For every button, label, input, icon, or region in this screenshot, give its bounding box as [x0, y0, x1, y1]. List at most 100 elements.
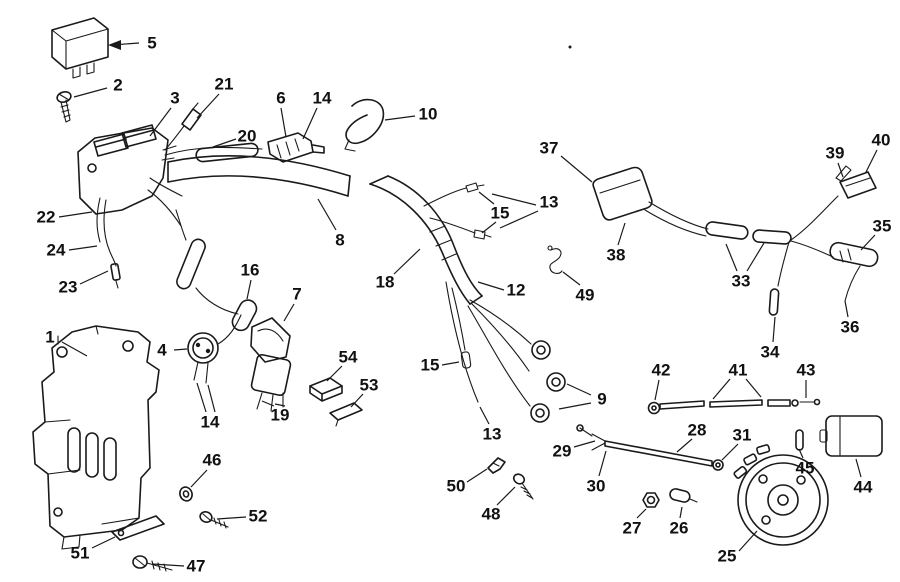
- callout-49: 49: [576, 286, 595, 305]
- leader-line-29: [573, 440, 596, 448]
- callout-8: 8: [335, 231, 344, 250]
- mounting-bracket-1: [32, 325, 160, 550]
- connector-39-40: [835, 165, 877, 199]
- leader-line-34: [772, 316, 776, 343]
- callout-41: 41: [729, 361, 748, 380]
- loop-clamp-10: [344, 98, 385, 152]
- round-connector-4: [187, 332, 219, 384]
- leader-line-18: [393, 248, 421, 275]
- callout-52: 52: [249, 507, 268, 526]
- callout-40: 40: [872, 131, 891, 150]
- callout-36: 36: [841, 318, 860, 337]
- harness-tube-18-12: [369, 175, 483, 305]
- plate-51: [111, 515, 165, 541]
- leader-line-23: [79, 270, 109, 285]
- leader-line-13: [479, 406, 490, 425]
- leader-line-12: [477, 281, 505, 291]
- junction-block: [77, 124, 177, 215]
- callout-22: 22: [37, 208, 56, 227]
- callout-33: 33: [732, 272, 751, 291]
- callout-51: 51: [71, 544, 90, 563]
- link-rods-41-42-43: [647, 398, 821, 415]
- callout-42: 42: [652, 361, 671, 380]
- leader-line-5: [111, 42, 140, 46]
- washer-46: [179, 486, 193, 502]
- leader-line-51: [91, 536, 116, 549]
- callout-4: 4: [157, 341, 167, 360]
- callout-29: 29: [553, 442, 572, 461]
- callout-26: 26: [670, 519, 689, 538]
- screw-48: [512, 473, 534, 500]
- leader-line-52: [216, 516, 247, 520]
- leader-line-6: [280, 107, 287, 138]
- callout-6: 6: [276, 89, 285, 108]
- callout-25: 25: [718, 547, 737, 566]
- callout-27: 27: [623, 519, 642, 538]
- callout-34: 34: [761, 343, 780, 362]
- callout-45: 45: [796, 459, 815, 478]
- leader-line-9: [558, 402, 592, 410]
- screw-2: [56, 91, 72, 123]
- callout-21: 21: [215, 75, 234, 94]
- callout-9: 9: [597, 390, 606, 409]
- leader-line-14: [207, 384, 216, 413]
- callout-2: 2: [113, 76, 122, 95]
- leader-line-14: [196, 382, 207, 413]
- relay-part: [51, 17, 109, 79]
- ring-terminal-wires-9: [467, 299, 566, 423]
- gauge-25: [733, 444, 829, 546]
- leader-line-37: [560, 155, 593, 183]
- callout-16: 16: [241, 261, 260, 280]
- callout-47: 47: [187, 557, 206, 576]
- callout-10: 10: [419, 105, 438, 124]
- callout-44: 44: [854, 478, 873, 497]
- cable-connector-37-38: [592, 166, 839, 287]
- leader-line-28: [676, 438, 693, 453]
- leader-line-36: [844, 300, 849, 318]
- connector-21: [181, 102, 202, 131]
- callout-12: 12: [507, 281, 526, 300]
- leader-line-8: [317, 198, 337, 231]
- leader-line-27: [636, 508, 647, 519]
- callout-38: 38: [607, 246, 626, 265]
- fuse-53: [329, 402, 363, 427]
- callout-3: 3: [170, 89, 179, 108]
- callout-14: 14: [201, 413, 220, 432]
- leader-line-19: [261, 400, 275, 407]
- leader-line-53: [350, 393, 364, 408]
- callout-54: 54: [339, 348, 358, 367]
- leader-line-24: [68, 245, 98, 251]
- leader-line-13: [499, 210, 539, 229]
- leader-line-21: [196, 93, 220, 119]
- sleeve-20: [195, 142, 259, 163]
- leader-line-40: [865, 149, 878, 173]
- callout-37: 37: [540, 139, 559, 158]
- callout-28: 28: [688, 421, 707, 440]
- leader-line-33: [746, 242, 765, 272]
- callout-50: 50: [447, 477, 466, 496]
- leader-line-31: [721, 443, 739, 461]
- bullet-terminal-23: [110, 262, 121, 289]
- leader-line-35: [860, 234, 876, 251]
- leader-line-49: [562, 271, 581, 286]
- leader-line-48: [496, 486, 516, 506]
- leader-line-4: [173, 348, 188, 351]
- callout-13: 13: [483, 425, 502, 444]
- leader-line-20: [212, 138, 237, 148]
- dot-mark: [568, 45, 572, 49]
- leader-line-38: [617, 222, 626, 246]
- leader-line-22: [58, 211, 93, 218]
- screw-52: [199, 511, 229, 529]
- leader-line-50: [466, 468, 488, 483]
- leader-line-41: [745, 378, 762, 398]
- leader-line-13: [491, 193, 537, 206]
- leader-line-15: [481, 221, 497, 234]
- leader-line-54: [326, 365, 343, 382]
- fuse-54: [309, 377, 343, 402]
- leader-line-44: [855, 458, 862, 478]
- leader-line-42: [654, 379, 660, 401]
- wire-terminal-15-mid: [445, 281, 479, 403]
- leader-line-3: [149, 107, 172, 137]
